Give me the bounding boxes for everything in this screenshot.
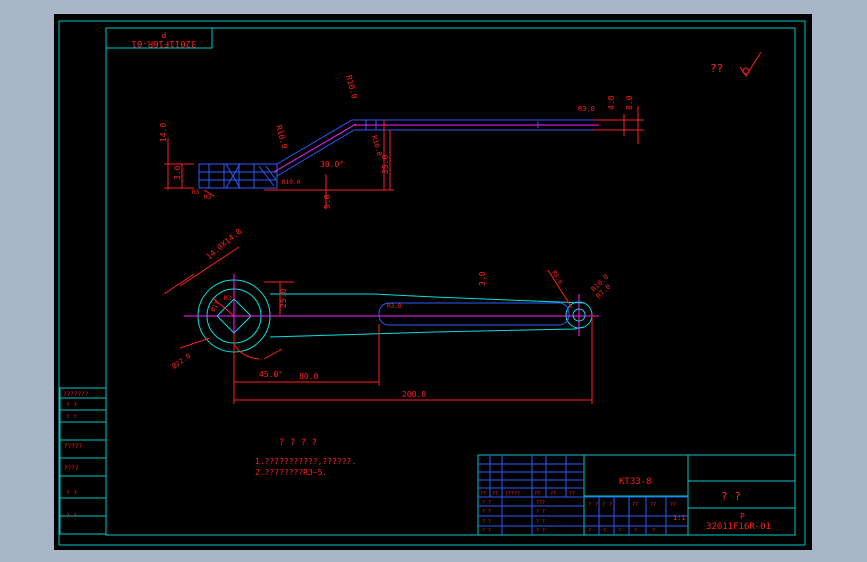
dim-200: 200.0 xyxy=(402,390,426,399)
rev-row-2-b: ? ? xyxy=(536,519,545,525)
mid-row-1: ? xyxy=(603,528,606,534)
dim-angle-45: 45.0° xyxy=(259,370,283,379)
dim-3-top: 3.0 xyxy=(478,271,487,286)
mid-row-3: ? xyxy=(634,528,637,534)
rev-row-3-a: ? ? xyxy=(482,528,491,534)
notes-line-2: 2.????????R3~5. xyxy=(255,468,327,477)
dim-r10-bend: R10.0 xyxy=(282,179,300,186)
left-table xyxy=(59,387,107,535)
side-view-hatched-end xyxy=(198,163,278,189)
dim-r10-low: R10.0 xyxy=(370,134,383,156)
left-table-cell-0: ??????? xyxy=(63,391,89,398)
mid-header-3: ? xyxy=(609,502,612,508)
dim-r10-top: R10.0 xyxy=(344,74,359,100)
dim-height-14: 14.0 xyxy=(159,123,168,142)
mid-row-0: ? xyxy=(588,528,591,534)
title-p-label: P xyxy=(740,512,745,521)
slot xyxy=(378,302,570,326)
cad-drawing: 32011F16R-01 P ?? xyxy=(58,20,806,546)
revision-grid xyxy=(478,455,688,535)
rev-header-3: ?? xyxy=(534,491,540,497)
dim-dia17: Ø17 xyxy=(210,300,222,313)
dim-5: 5.0 xyxy=(323,194,332,209)
dim-r10-mid: R10.0 xyxy=(274,124,289,150)
left-table-cell-5: ? ? xyxy=(66,490,77,497)
notes-line-1: 1.???????????,??????. xyxy=(255,457,356,466)
mid-header-5: ?? xyxy=(650,502,656,508)
title-scale: 1:1 xyxy=(673,514,686,522)
dim-80: 80.0 xyxy=(299,372,318,381)
dim-25: 25.0 xyxy=(279,289,288,308)
title-block xyxy=(477,454,796,536)
mid-header-4: ?? xyxy=(632,502,638,508)
mid-header-0: ? xyxy=(588,502,591,508)
cad-viewport[interactable]: 32011F16R-01 P ?? xyxy=(54,14,812,550)
mid-header-1: ? xyxy=(595,502,598,508)
side-view: 14.0 3.0 R3 R3 R10.0 R10.0 R10.0 R10.0 3… xyxy=(159,74,644,209)
dim-4: 4.0 xyxy=(607,95,616,110)
rev-header-0: ?? xyxy=(480,491,486,497)
upside-down-p: P xyxy=(161,30,166,39)
top-view: 14.0X14.0 Ø17 R3 25.0 3.0 R3.0 R5.0 R10.… xyxy=(163,227,612,404)
rev-row-2-a: ? ? xyxy=(482,519,491,525)
dim-r3-left: R3 xyxy=(192,189,200,196)
dim-r3-boss: R3 xyxy=(224,295,232,302)
dim-thick-3: 3.0 xyxy=(173,165,182,180)
mid-row-2: ? xyxy=(618,528,621,534)
title-name-marks: ? ? xyxy=(721,490,741,503)
left-table-cell-2: ? ? xyxy=(66,414,77,421)
left-table-cell-3: ????? xyxy=(64,443,82,450)
left-table-cell-6: ? ? xyxy=(66,513,77,520)
upside-down-part-number: 32011F16R-01 xyxy=(131,38,196,48)
dim-r3-slot: R3.0 xyxy=(387,303,402,310)
mid-header-6: ?? xyxy=(670,502,676,508)
drawing-code: KT33-8 xyxy=(619,477,652,487)
rev-row-1-b: ? ? xyxy=(536,509,545,515)
left-table-cell-1: ? ? xyxy=(66,402,77,409)
rev-header-1: ?? xyxy=(492,491,498,497)
dim-angle-30: 30.0° xyxy=(320,160,344,169)
rev-row-1-a: ? ? xyxy=(482,509,491,515)
rev-header-2: ????? xyxy=(505,491,520,497)
dim-35: 35.0 xyxy=(381,155,390,174)
left-table-cell-4: ???? xyxy=(64,465,79,472)
dim-r3-left-b: R3 xyxy=(204,194,212,201)
rev-row-3-b: ? ? xyxy=(536,528,545,534)
mid-row-4: ? xyxy=(652,528,655,534)
notes-heading: ? ? ? ? xyxy=(279,438,317,448)
rev-header-4: ?? xyxy=(550,491,556,497)
rev-row-0-a: ? ? xyxy=(482,500,491,506)
roughness-check-icon xyxy=(739,51,762,77)
mid-header-2: ? xyxy=(602,502,605,508)
dim-8: 8.0 xyxy=(625,95,634,110)
upside-down-code-box xyxy=(105,27,213,49)
sheet-outer-border xyxy=(58,20,806,546)
dim-r3-right: R3.0 xyxy=(578,105,595,113)
rev-header-5: ?? xyxy=(569,491,575,497)
sheet-inner-border xyxy=(105,27,796,536)
rev-row-0-b: ??? xyxy=(536,500,545,506)
dim-dia22: Ø22.0 xyxy=(171,352,193,371)
title-part-number: 32011F16R-01 xyxy=(706,522,771,532)
roughness-label: ?? xyxy=(710,62,723,75)
